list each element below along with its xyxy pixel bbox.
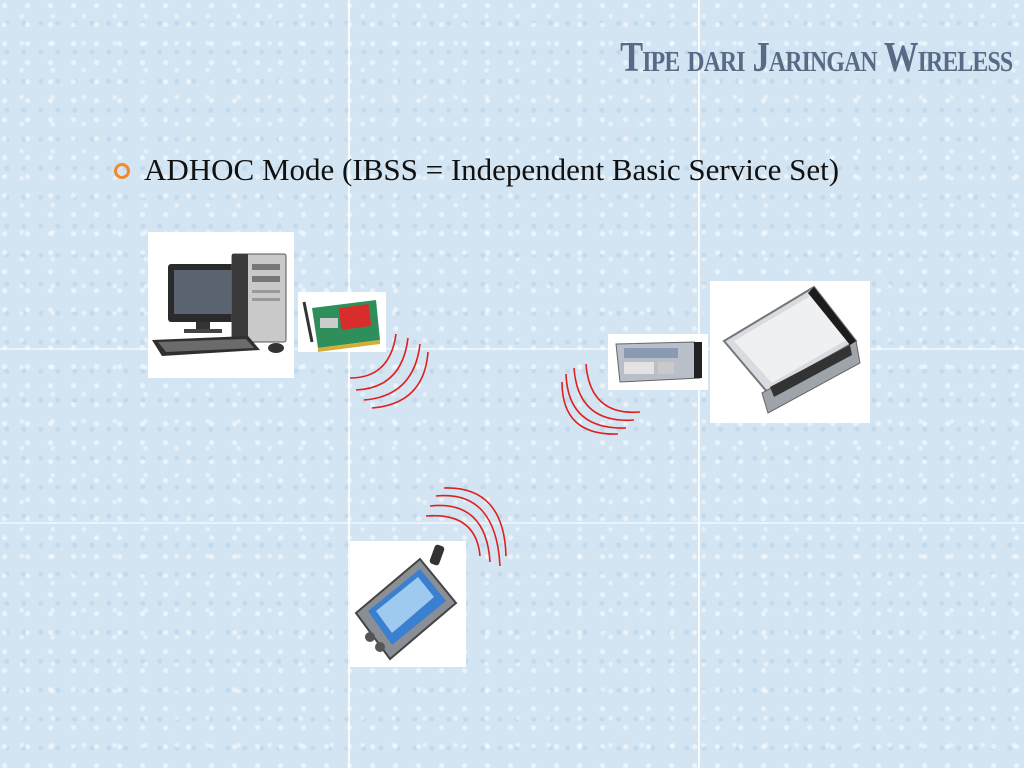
- background-grid-line: [348, 0, 350, 768]
- bullet-item: ADHOC Mode (IBSS = Independent Basic Ser…: [114, 152, 839, 188]
- pci-wireless-card-image: [298, 292, 386, 352]
- slide-title: Tipe dari Jaringan Wireless: [619, 35, 1013, 81]
- radio-waves-icon: [561, 363, 641, 435]
- desktop-computer-icon: [152, 253, 287, 356]
- background-grid-line: [0, 522, 1024, 524]
- pcmcia-wireless-card-image: [608, 334, 708, 390]
- laptop-image: [710, 281, 870, 423]
- radio-waves-icon: [425, 487, 507, 567]
- background-grid-line: [0, 348, 1024, 350]
- pcmcia-wireless-card-icon: [615, 341, 702, 383]
- laptop-icon: [722, 285, 861, 414]
- radio-waves-icon: [349, 333, 429, 409]
- pda-handheld-image: [350, 541, 466, 667]
- pda-handheld-icon: [354, 544, 458, 661]
- circle-bullet-icon: [114, 163, 130, 179]
- bullet-text: ADHOC Mode (IBSS = Independent Basic Ser…: [144, 152, 840, 187]
- pci-wireless-card-icon: [302, 300, 380, 352]
- desktop-computer-image: [148, 232, 294, 378]
